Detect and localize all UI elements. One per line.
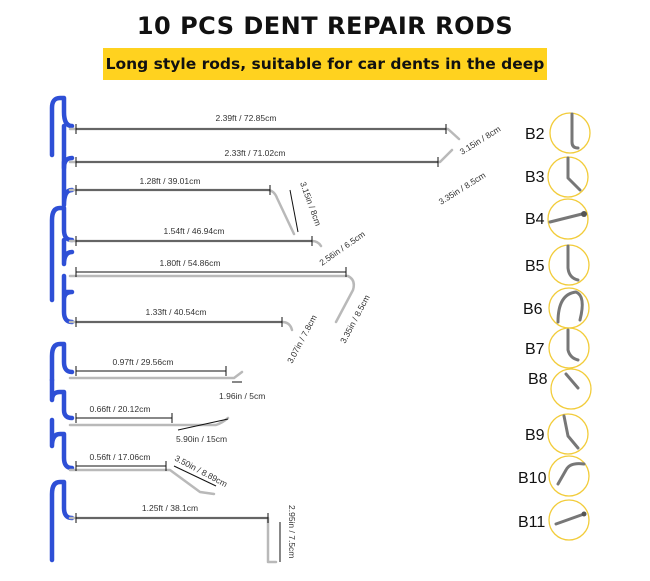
rod-b6-length-label: 1.80ft / 54.86cm <box>160 258 221 268</box>
rod-b8-handle <box>49 341 75 383</box>
rod-b7-length-label: 1.33ft / 40.54cm <box>146 307 207 317</box>
rod-b8-tip-label: 1.96in / 5cm <box>219 391 265 401</box>
tip-detail-b2: B2 <box>525 112 591 154</box>
tip-detail-b7: B7 <box>525 327 590 369</box>
rod-b4: 1.28ft / 39.01cm 3.15in / 8cm <box>61 159 323 236</box>
rod-b10-tip-label: 3.50in / 8.89cm <box>173 453 229 489</box>
rod-b8-shaft <box>68 370 244 380</box>
rod-b9: 0.66ft / 20.12cm 5.90in / 15cm <box>49 377 230 444</box>
rod-b7-shaft <box>68 320 294 332</box>
rod-b6-handle <box>61 237 75 267</box>
rod-b11-shaft <box>68 516 278 564</box>
rod-b2-tip-label: 3.15in / 8cm <box>458 124 503 157</box>
rod-b5-tip-label: 2.56in / 6.5cm <box>317 229 366 268</box>
rod-code-b9: B9 <box>525 427 545 444</box>
rod-b5-length-label: 1.54ft / 46.94cm <box>164 226 225 236</box>
rod-b3-tip-label: 3.35in / 8.5cm <box>437 170 488 207</box>
page-subtitle: Long style rods, suitable for car dents … <box>105 55 545 73</box>
subtitle-banner <box>103 48 547 80</box>
rod-b7-tip-label: 3.07in / 7.8cm <box>285 313 319 365</box>
rod-b6-tip-label: 3.35in / 8.5cm <box>338 293 372 345</box>
rod-code-b2: B2 <box>525 126 545 143</box>
rod-b2-length-label: 2.39ft / 72.85cm <box>216 113 277 123</box>
rod-b11-length-label: 1.25ft / 38.1cm <box>142 503 198 513</box>
rod-b6-shaft <box>68 274 356 324</box>
rod-b11-handle <box>49 479 75 563</box>
rod-b11-tip-label: 2.95in / 7.5cm <box>287 505 297 558</box>
rod-b9-handle <box>49 377 75 421</box>
rod-b2-shaft <box>68 127 461 141</box>
rod-b10: 0.56ft / 17.06cm 3.50in / 8.89cm <box>49 417 229 496</box>
rod-b11: 1.25ft / 38.1cm 2.95in / 7.5cm <box>49 479 297 564</box>
rod-code-b11: B11 <box>518 514 545 531</box>
tip-detail-b9: B9 <box>525 413 589 455</box>
rod-b3-length-label: 2.33ft / 71.02cm <box>225 148 286 158</box>
rod-b4-handle <box>61 159 75 208</box>
rod-b9-length-label: 0.66ft / 20.12cm <box>90 404 151 414</box>
rod-b5-shaft <box>68 239 323 248</box>
rod-b5-handle <box>49 205 75 303</box>
rod-b9-tip-label: 5.90in / 15cm <box>176 434 227 444</box>
rod-b7-handle <box>61 273 75 325</box>
rod-code-b8: B8 <box>528 371 548 388</box>
tip-detail-b3: B3 <box>525 156 589 198</box>
rod-b10-length-label: 0.56ft / 17.06cm <box>90 452 151 462</box>
rod-b4-length-label: 1.28ft / 39.01cm <box>140 176 201 186</box>
rod-b10-shaft <box>68 468 216 496</box>
rod-code-b3: B3 <box>525 169 545 186</box>
rod-b8: 0.97ft / 29.56cm 1.96in / 5cm <box>49 341 265 401</box>
tip-detail-b8: B8 <box>528 368 592 410</box>
tip-detail-b10: B10 <box>518 455 590 497</box>
rod-code-b6: B6 <box>523 301 543 318</box>
rod-code-b5: B5 <box>525 258 545 275</box>
rod-b8-length-label: 0.97ft / 29.56cm <box>113 357 174 367</box>
rod-b7: 1.33ft / 40.54cm 3.07in / 7.8cm <box>61 273 319 365</box>
rod-code-b10: B10 <box>518 470 547 487</box>
rod-b4-tip-label: 3.15in / 8cm <box>298 180 323 227</box>
rod-b10-handle <box>49 417 75 471</box>
tip-detail-b4: B4 <box>525 198 589 240</box>
page-title: 10 PCS DENT REPAIR RODS <box>136 12 514 40</box>
tip-detail-b11: B11 <box>518 499 590 541</box>
rod-b2-handle <box>49 95 75 158</box>
rod-code-b4: B4 <box>525 211 545 228</box>
tip-detail-b5: B5 <box>525 244 590 286</box>
rod-code-b7: B7 <box>525 341 545 358</box>
tip-detail-b6: B6 <box>523 287 590 329</box>
